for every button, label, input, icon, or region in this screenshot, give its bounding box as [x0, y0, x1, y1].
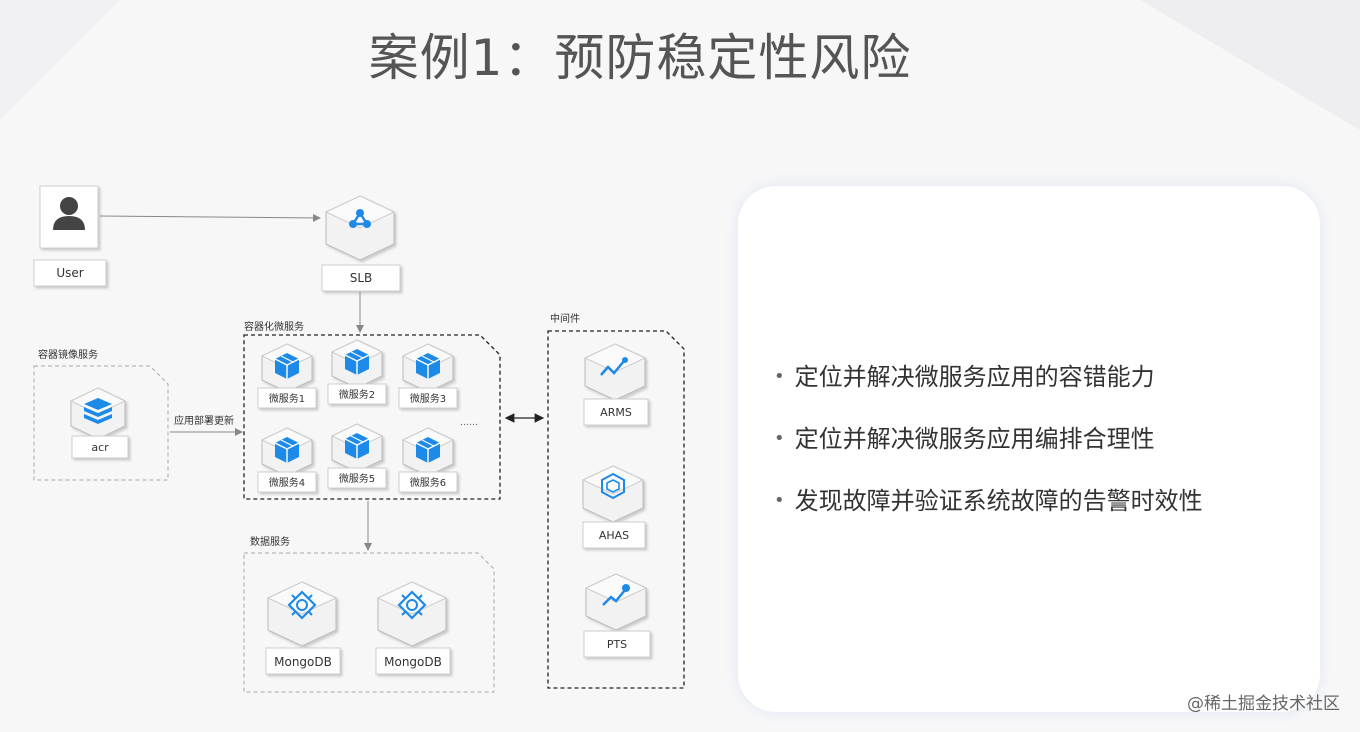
microservice-node: 微服务3 — [398, 343, 458, 409]
bullet-item: • 定位并解决微服务应用编排合理性 — [774, 424, 1203, 486]
microservice-node: 微服务2 — [327, 339, 387, 405]
cube-cluster-icon — [415, 353, 441, 379]
bullet-text: 定位并解决微服务应用的容错能力 — [794, 363, 1155, 391]
cube-cluster-icon — [344, 349, 370, 375]
cube-cluster-icon — [274, 353, 300, 379]
middleware-group: 中间件 ARMS AHAS — [547, 312, 685, 689]
bullet-item: • 定位并解决微服务应用的容错能力 — [774, 362, 1203, 424]
middleware-label-arms: ARMS — [600, 406, 632, 419]
mongodb-node: MongoDB — [265, 581, 341, 675]
user-label: User — [56, 266, 83, 280]
middleware-group-label: 中间件 — [550, 312, 580, 325]
performance-test-icon — [602, 584, 630, 606]
slb-node: SLB — [321, 195, 401, 292]
microservice-node: 微服务4 — [257, 427, 317, 493]
middleware-label-ahas: AHAS — [599, 529, 629, 542]
cube-cluster-icon — [415, 437, 441, 463]
database-gear-icon — [397, 590, 427, 620]
bullet-dot-icon: • — [774, 490, 785, 511]
user-node: User — [33, 185, 107, 287]
slb-label: SLB — [350, 271, 373, 285]
acr-group: 容器镜像服务 acr — [33, 348, 169, 481]
micro-ellipsis: …… — [460, 418, 478, 428]
microservice-label: 微服务6 — [410, 476, 446, 489]
microservice-label: 微服务1 — [269, 392, 305, 405]
microservice-node: 微服务5 — [327, 423, 387, 489]
microservice-node: 微服务1 — [257, 343, 317, 409]
acr-label: acr — [91, 441, 109, 454]
summary-card: • 定位并解决微服务应用的容错能力 • 定位并解决微服务应用编排合理性 • 发现故障并… — [738, 186, 1320, 712]
bullet-item: • 发现故障并验证系统故障的告警时效性 — [774, 486, 1203, 548]
shield-cube-icon — [601, 472, 625, 500]
user-to-slb-arrow — [99, 213, 321, 222]
slide-title: 案例1：预防稳定性风险 — [368, 29, 912, 87]
mongodb-label: MongoDB — [384, 655, 442, 669]
data-group-label: 数据服务 — [250, 535, 290, 548]
bullet-list: • 定位并解决微服务应用的容错能力 • 定位并解决微服务应用编排合理性 • 发现故障并… — [774, 362, 1203, 548]
ahas-node: AHAS — [581, 465, 646, 549]
microservice-label: 微服务4 — [269, 476, 305, 489]
bullet-dot-icon: • — [774, 428, 785, 449]
container-stack-icon — [84, 398, 112, 424]
database-gear-icon — [287, 590, 317, 620]
acr-node: acr — [69, 387, 129, 459]
data-group: 数据服务 MongoDB MongoDB — [243, 535, 495, 693]
cube-cluster-icon — [344, 433, 370, 459]
mongodb-label: MongoDB — [274, 655, 332, 669]
watermark: @稀土掘金技术社区 — [1187, 694, 1340, 714]
cube-cluster-icon — [274, 437, 300, 463]
micro-group-label: 容器化微服务 — [244, 320, 304, 333]
deploy-label: 应用部署更新 — [174, 414, 234, 427]
acr-group-label: 容器镜像服务 — [38, 348, 98, 361]
architecture-diagram: User SLB 容器镜像服务 — [33, 185, 685, 693]
mongodb-node: MongoDB — [375, 581, 451, 675]
bullet-text: 发现故障并验证系统故障的告警时效性 — [794, 487, 1203, 515]
microservice-node: 微服务6 — [398, 427, 458, 493]
microservice-label: 微服务5 — [339, 472, 375, 485]
monitor-trend-icon — [600, 357, 628, 376]
bullet-dot-icon: • — [774, 366, 785, 387]
middleware-label-pts: PTS — [607, 638, 627, 651]
pts-node: PTS — [583, 573, 651, 658]
network-node-icon — [349, 209, 371, 228]
microservice-group: 容器化微服务 微服务1 微服务2 微服务3 微服务4 微服务5 微服务6 …… — [243, 320, 501, 500]
bullet-text: 定位并解决微服务应用编排合理性 — [794, 425, 1155, 453]
microservice-label: 微服务2 — [339, 388, 375, 401]
arms-node: ARMS — [583, 343, 649, 426]
microservice-label: 微服务3 — [410, 392, 446, 405]
user-icon — [53, 197, 85, 230]
